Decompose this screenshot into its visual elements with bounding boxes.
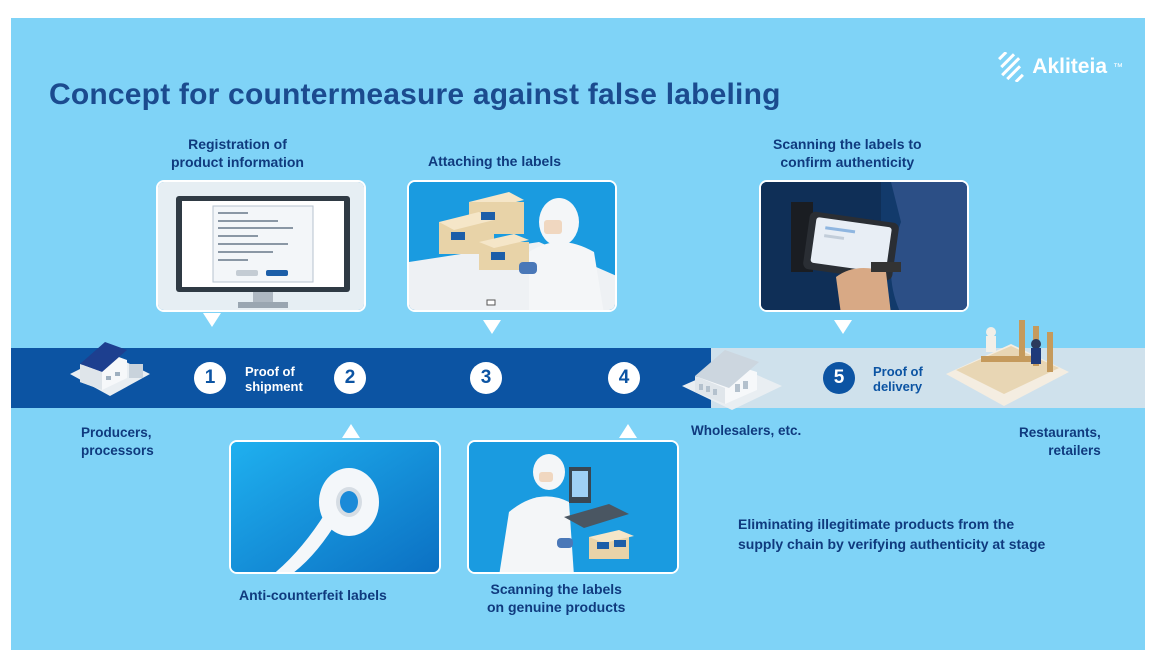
pointer-scanning-genuine [619, 424, 637, 438]
scanning-confirm-illustration [761, 182, 967, 310]
attaching-illustration [409, 182, 615, 310]
panel-registration [156, 180, 366, 312]
brand-name: Akliteia [1032, 55, 1107, 78]
page-title: Concept for countermeasure against false… [49, 78, 781, 111]
caption-scanning-genuine: Scanning the labels on genuine products [487, 581, 626, 615]
pointer-anti-counterfeit [342, 424, 360, 438]
registration-illustration [158, 182, 364, 310]
label-wholesalers: Wholesalers, etc. [691, 423, 802, 438]
panel-attaching [407, 180, 617, 312]
step-3-circle: 3 [470, 362, 502, 394]
step-4-circle: 4 [608, 362, 640, 394]
caption-registration: Registration of product information [171, 136, 304, 170]
step-5-circle: 5 [823, 362, 855, 394]
note-text: Eliminating illegitimate products from t… [738, 516, 1046, 552]
pointer-registration [203, 313, 221, 327]
label-roll-illustration [231, 442, 439, 572]
caption-scanning-confirm: Scanning the labels to confirm authentic… [773, 136, 922, 170]
brand-logo: Akliteia ™ [996, 52, 1123, 82]
scanning-genuine-illustration [469, 442, 677, 572]
label-proof-of-shipment: Proof of shipment [245, 364, 303, 394]
panel-scanning-genuine [467, 440, 679, 574]
label-proof-of-delivery: Proof of delivery [873, 364, 923, 394]
trademark-mark: ™ [1113, 61, 1123, 73]
pointer-attaching [483, 320, 501, 334]
restaurant-illustration [946, 320, 1069, 406]
label-producers: Producers, processors [81, 425, 154, 458]
slide: Akliteia ™ Concept for countermeasure aga… [11, 18, 1145, 650]
caption-anti-counterfeit: Anti-counterfeit labels [239, 587, 387, 603]
wholesaler-building-icon [682, 350, 782, 410]
step-1-circle: 1 [194, 362, 226, 394]
panel-anti-counterfeit [229, 440, 441, 574]
akliteia-logo-icon [998, 52, 1025, 82]
timeline-band-light [711, 348, 1145, 408]
producer-building-icon [70, 342, 150, 396]
label-restaurants: Restaurants, retailers [1019, 425, 1101, 458]
step-2-circle: 2 [334, 362, 366, 394]
panel-scanning-confirm [759, 180, 969, 312]
caption-attaching: Attaching the labels [428, 153, 562, 169]
pointer-scanning-confirm [834, 320, 852, 334]
